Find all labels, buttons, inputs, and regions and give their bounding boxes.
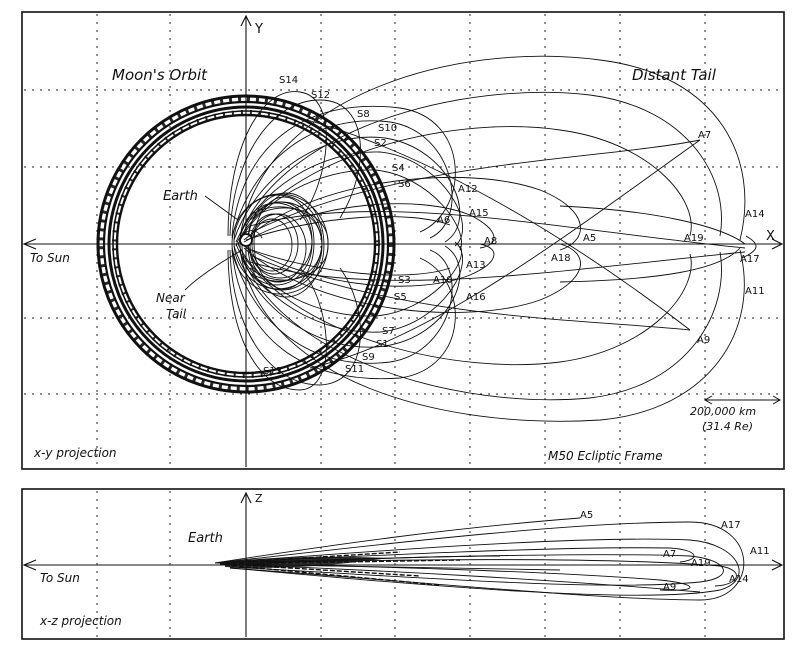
orbit-label-s14: S14 [279, 75, 298, 86]
orbit-label-s5: S5 [394, 292, 407, 303]
orbit-label-s10: S10 [378, 123, 397, 134]
earth-label: Earth [163, 189, 198, 204]
xz-grid [96, 491, 706, 637]
orbit-label-a19: A19 [684, 233, 704, 244]
xz-orbit-label-a7: A7 [663, 549, 676, 560]
earth-pointer [204, 195, 239, 221]
xz-axes [22, 491, 784, 637]
xy-grid [24, 14, 782, 467]
xy-projection-label: x-y projection [33, 446, 117, 460]
orbit-label-a10: A10 [433, 275, 453, 286]
frame-label: M50 Ecliptic Frame [548, 449, 663, 463]
near-tail-bundle [231, 192, 329, 298]
xz-orbit-label-a14: A14 [729, 574, 749, 585]
orbit-label-a6: A6 [437, 215, 450, 226]
xz-panel: Z To Sun Earth x-z projection A5 A17 A7 … [21, 488, 785, 640]
xz-orbit-labels: A5 A17 A7 A19 A11 A14 A9 [580, 510, 770, 593]
orbit-label-a9: A9 [697, 335, 710, 346]
near-tail-pointer [184, 249, 243, 291]
scale-label-km: 200,000 km [690, 405, 756, 418]
xy-panel-frame [21, 11, 785, 470]
orbit-label-s11: S11 [345, 364, 364, 375]
near-tail-label-line2: Tail [166, 307, 187, 321]
orbit-label-a11: A11 [745, 286, 765, 297]
orbit-label-s7: S7 [382, 326, 395, 337]
orbit-label-s3: S3 [398, 275, 411, 286]
moon-orbit-band [96, 94, 396, 394]
xy-x-axis-label: X [766, 229, 775, 244]
orbit-label-a12: A12 [458, 184, 478, 195]
orbit-label-s1: S1 [376, 339, 389, 350]
xz-panel-frame [21, 488, 785, 640]
moon-orbit-label: Moon's Orbit [112, 66, 208, 84]
orbit-label-a15: A15 [469, 208, 489, 219]
near-tail-label-line1: Near [156, 291, 186, 305]
xz-z-axis-label: Z [255, 492, 263, 505]
xz-orbit-label-a17: A17 [721, 520, 741, 531]
xy-orbit-labels: S14 S12 S8 S10 S2 S4 S6 S3 S5 S7 S1 S9 S… [263, 75, 765, 377]
xz-orbit-label-a19: A19 [691, 558, 711, 569]
distant-tail-label: Distant Tail [632, 66, 717, 84]
xz-orbit-label-a9: A9 [663, 582, 676, 593]
orbit-label-a17: A17 [740, 254, 760, 265]
scale-bar [703, 395, 782, 405]
orbit-label-a7: A7 [698, 130, 711, 141]
orbit-label-a8: A8 [484, 236, 497, 247]
a-orbit-loops [239, 55, 757, 422]
orbit-label-s9: S9 [362, 352, 375, 363]
orbit-label-s13: S13 [263, 366, 282, 377]
orbit-label-a13: A13 [466, 260, 486, 271]
xz-projection-label: x-z projection [39, 614, 122, 628]
xz-to-sun-label: To Sun [40, 571, 80, 585]
orbit-label-a14: A14 [745, 209, 765, 220]
orbit-label-a18: A18 [551, 253, 571, 264]
xy-to-sun-label: To Sun [30, 251, 70, 265]
xy-panel: Y X To Sun Moon's Orbit Distant Tail Ear… [21, 11, 785, 470]
xy-y-axis-label: Y [254, 22, 263, 37]
orbit-label-a5: A5 [583, 233, 596, 244]
orbit-label-s2: S2 [374, 138, 387, 149]
xz-orbit-label-a11: A11 [750, 546, 770, 557]
orbit-label-a16: A16 [466, 292, 486, 303]
orbit-label-s8: S8 [357, 109, 370, 120]
orbit-label-s4: S4 [392, 163, 405, 174]
xz-orbit-label-a5: A5 [580, 510, 593, 521]
xz-earth-label: Earth [188, 531, 223, 546]
orbit-label-s6: S6 [398, 179, 411, 190]
scale-label-re: (31.4 Re) [702, 420, 753, 433]
xz-orbit-wedge [214, 517, 745, 601]
s-orbit-loops [227, 91, 464, 391]
orbit-label-s12: S12 [311, 90, 330, 101]
